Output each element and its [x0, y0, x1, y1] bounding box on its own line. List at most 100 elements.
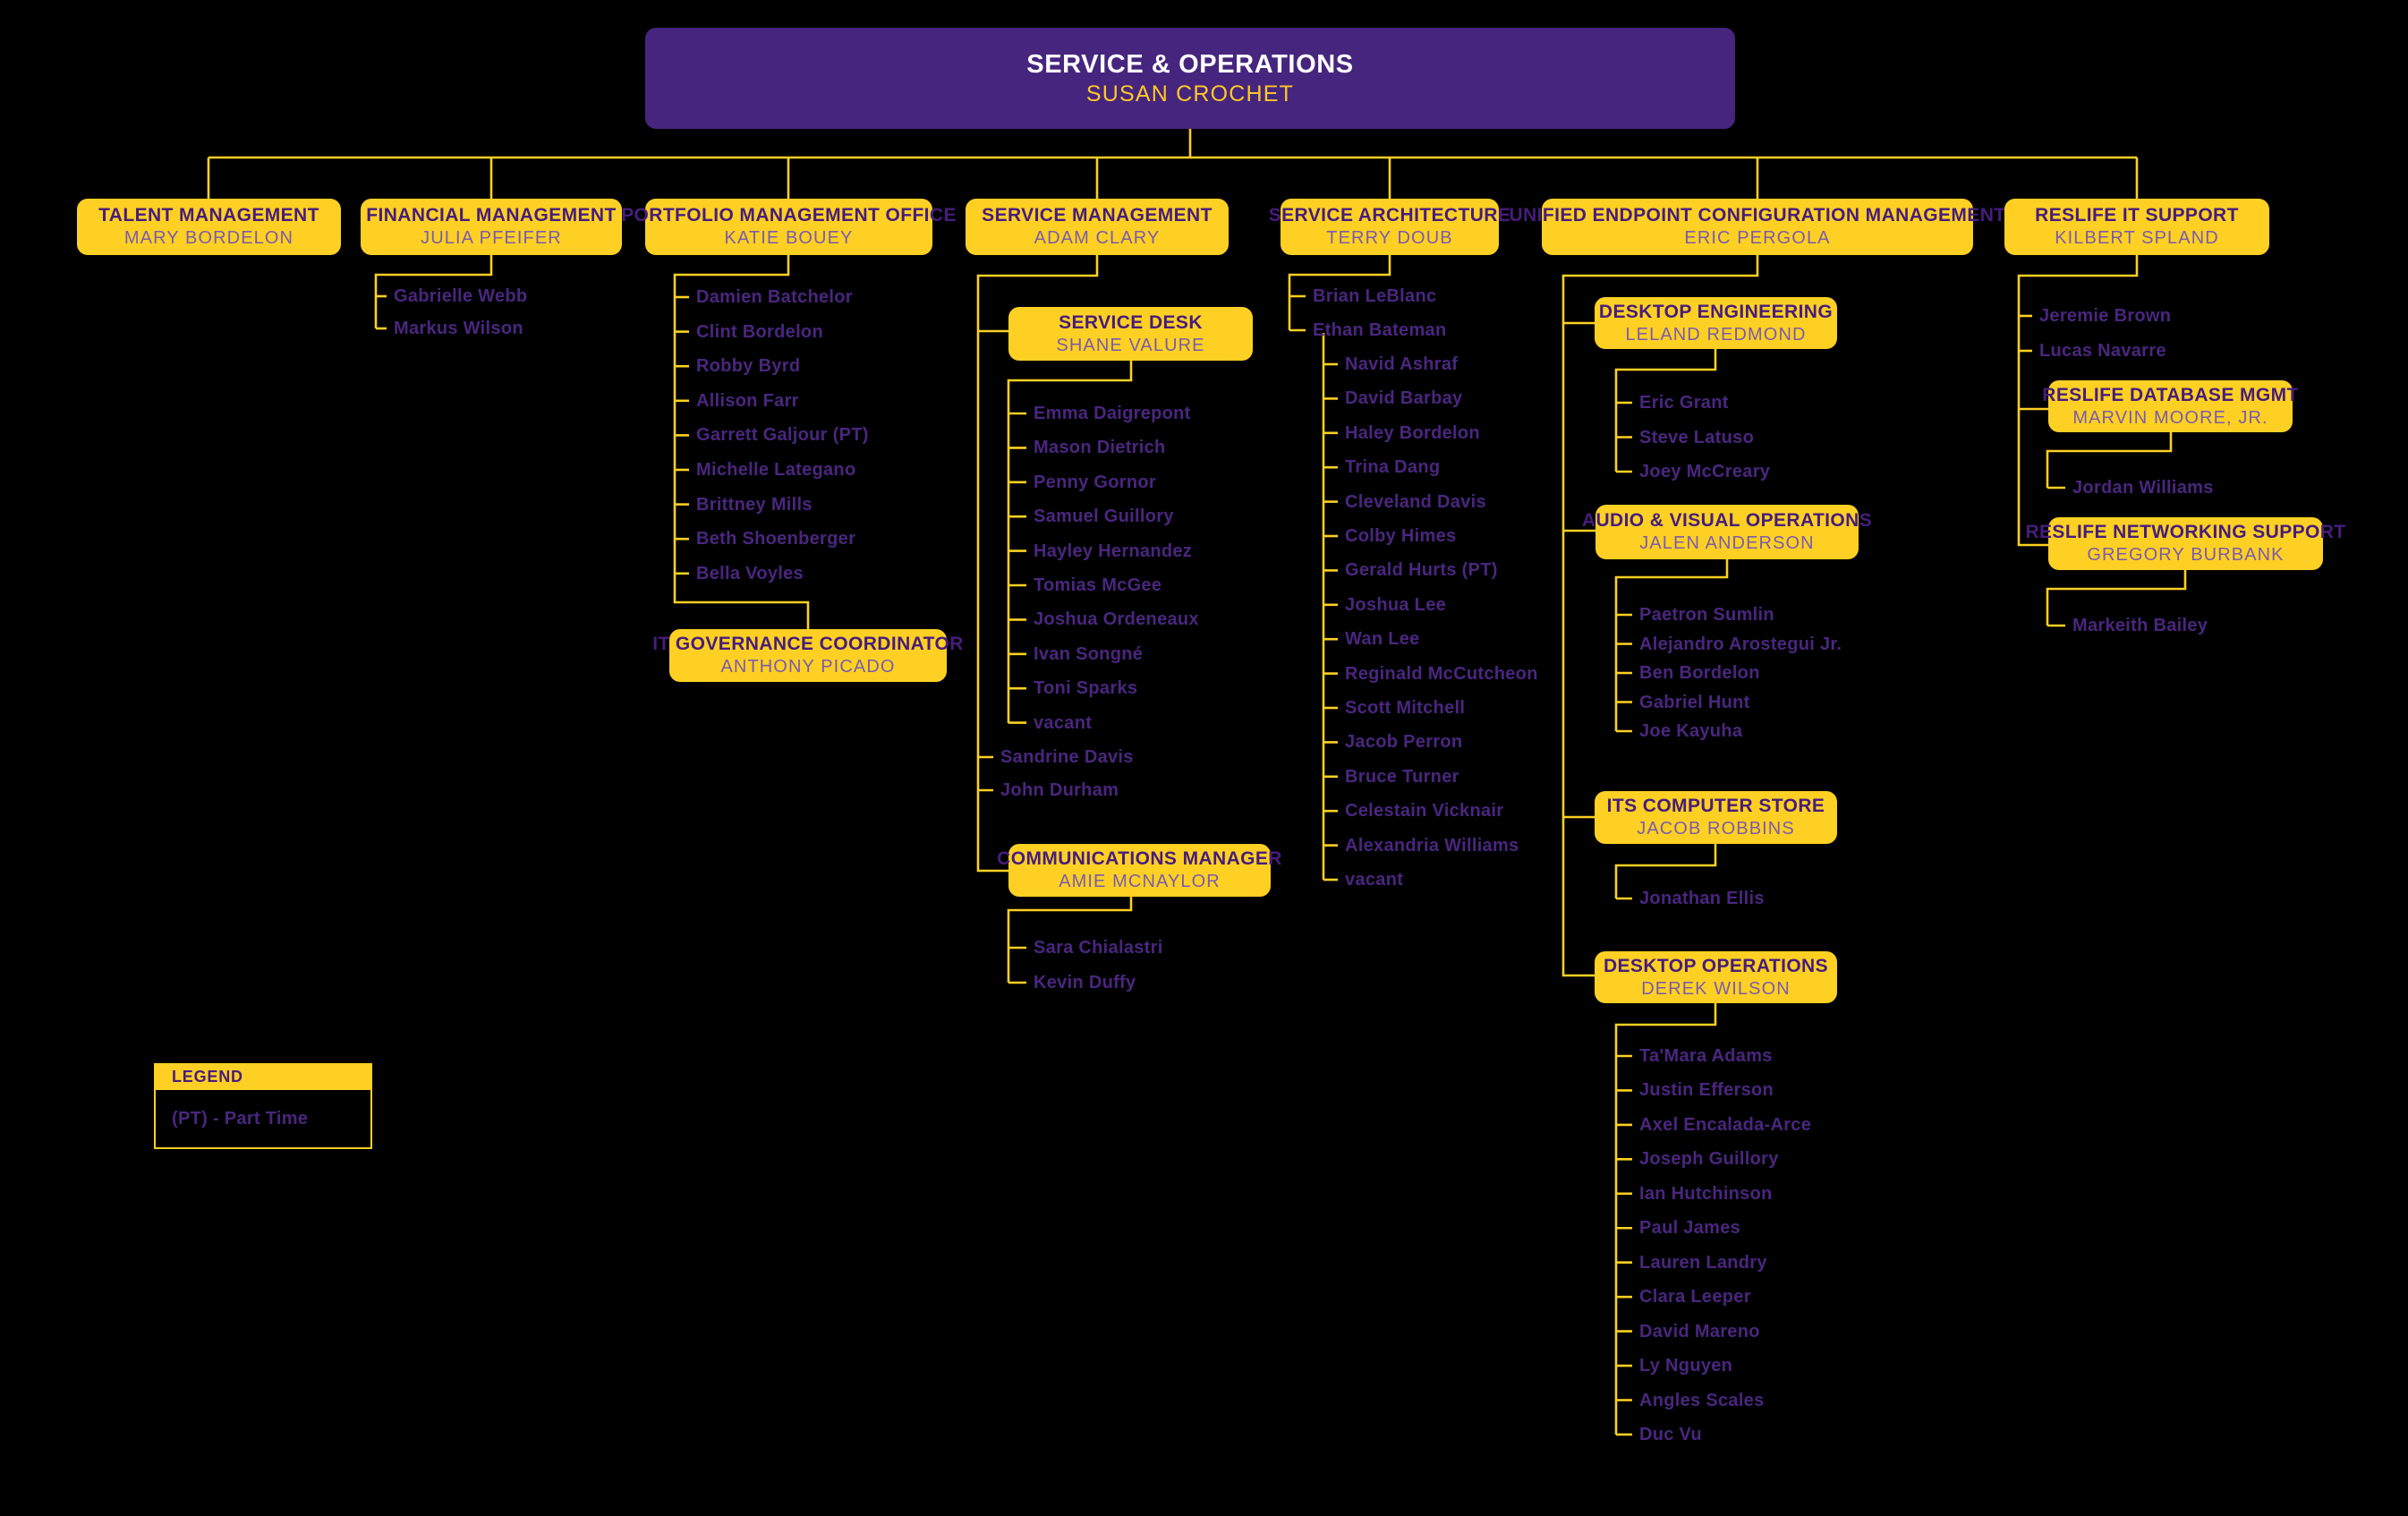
person-name: Axel Encalada-Arce — [1639, 1114, 1812, 1135]
box-service-and-operations: SERVICE & OPERATIONS SUSAN CROCHET — [645, 28, 1735, 129]
person-name: Gabriel Hunt — [1639, 692, 1750, 712]
connector — [1614, 844, 1717, 899]
person-name: Lucas Navarre — [2039, 341, 2166, 361]
box-person: AMIE MCNAYLOR — [1059, 872, 1221, 891]
connector — [1614, 1003, 1717, 1435]
box-service-architecture: SERVICE ARCHITECTURE TERRY DOUB — [1269, 199, 1510, 255]
person-name: Justin Efferson — [1639, 1080, 1774, 1101]
person-name: Robby Byrd — [696, 356, 801, 377]
person-name: vacant — [1034, 712, 1093, 733]
box-person: DEREK WILSON — [1641, 978, 1791, 999]
box-portfolio-management-office: PORTFOLIO MANAGEMENT OFFICE KATIE BOUEY — [621, 199, 957, 255]
box-audio-visual-operations: AUDIO & VISUAL OPERATIONS JALEN ANDERSON — [1582, 505, 1872, 559]
person-name: Hayley Hernandez — [1034, 541, 1193, 561]
box-person: LELAND REDMOND — [1625, 324, 1807, 345]
person-name: Scott Mitchell — [1345, 698, 1466, 718]
person-name: Eric Grant — [1639, 393, 1729, 413]
box-reslife-database-mgmt: RESLIFE DATABASE MGMT MARVIN MOORE, JR. — [2042, 380, 2298, 432]
connector — [1614, 349, 1717, 472]
box-person: SUSAN CROCHET — [1085, 81, 1295, 106]
connector — [2046, 432, 2173, 488]
box-person: SHANE VALURE — [1056, 335, 1205, 355]
box-title: SERVICE ARCHITECTURE — [1268, 205, 1511, 226]
person-name: Ben Bordelon — [1639, 663, 1760, 683]
connector — [1614, 559, 1729, 731]
person-name: Lauren Landry — [1639, 1252, 1767, 1273]
connector — [1007, 897, 1133, 983]
person-name: Angles Scales — [1639, 1390, 1765, 1410]
person-name: Allison Farr — [696, 390, 799, 411]
person-name: Brittney Mills — [696, 494, 813, 515]
person-name: Joey McCreary — [1639, 462, 1771, 481]
box-reslife-it-support: RESLIFE IT SUPPORT KILBERT SPLAND — [2004, 199, 2269, 255]
person-name: David Barbay — [1345, 388, 1463, 409]
person-name: Sandrine Davis — [1000, 747, 1134, 767]
box-title: AUDIO & VISUAL OPERATIONS — [1581, 510, 1873, 531]
box-person: JACOB ROBBINS — [1637, 819, 1795, 839]
box-person: MARVIN MOORE, JR. — [2072, 407, 2268, 428]
box-talent-management: TALENT MANAGEMENT MARY BORDELON — [77, 199, 341, 255]
box-title: DESKTOP OPERATIONS — [1603, 955, 1829, 976]
legend-header: LEGEND — [154, 1063, 372, 1090]
person-name: Tomias McGee — [1034, 575, 1162, 595]
person-name: Jordan Williams — [2072, 478, 2214, 498]
box-title: TALENT MANAGEMENT — [98, 205, 319, 226]
box-title: SERVICE DESK — [1059, 311, 1203, 333]
person-name: Cleveland Davis — [1345, 491, 1486, 512]
box-person: MARY BORDELON — [123, 228, 294, 248]
person-name: Joshua Lee — [1345, 594, 1447, 615]
box-person: ADAM CLARY — [1034, 228, 1161, 248]
person-name: Toni Sparks — [1034, 678, 1138, 699]
person-name: Paetron Sumlin — [1639, 605, 1774, 625]
person-name: Gabrielle Webb — [394, 286, 528, 306]
person-name: Jeremie Brown — [2039, 306, 2172, 326]
box-financial-management: FINANCIAL MANAGEMENT JULIA PFEIFER — [361, 199, 622, 255]
legend-body: (PT) - Part Time — [154, 1090, 372, 1149]
connector — [673, 255, 810, 629]
box-it-governance-coordinator: IT GOVERNANCE COORDINATOR ANTHONY PICADO — [652, 629, 963, 682]
box-person: KATIE BOUEY — [724, 228, 854, 248]
person-name: Haley Bordelon — [1345, 422, 1480, 443]
person-name: Joseph Guillory — [1639, 1149, 1779, 1170]
box-person: ERIC PERGOLA — [1684, 228, 1831, 248]
person-name: Ian Hutchinson — [1639, 1183, 1773, 1204]
person-name: Damien Batchelor — [696, 287, 853, 307]
person-name: Emma Daigrepont — [1034, 404, 1191, 423]
person-name: Reginald McCutcheon — [1345, 663, 1538, 684]
person-name: Joshua Ordeneaux — [1034, 609, 1199, 630]
person-name: Markeith Bailey — [2072, 616, 2208, 635]
box-unified-endpoint-configuration-management: UNIFIED ENDPOINT CONFIGURATION MANAGEMEN… — [1510, 199, 2005, 255]
person-name: Celestain Vicknair — [1345, 801, 1504, 822]
person-name: Clint Bordelon — [696, 321, 823, 342]
box-title: RESLIFE DATABASE MGMT — [2042, 384, 2299, 405]
person-name: Michelle Lategano — [696, 460, 856, 480]
person-name: Bruce Turner — [1345, 766, 1459, 787]
person-name: Trina Dang — [1345, 457, 1441, 478]
connector — [1561, 255, 1759, 977]
box-title: RESLIFE NETWORKING SUPPORT — [2025, 522, 2346, 542]
connector — [2046, 570, 2187, 626]
person-name: Navid Ashraf — [1345, 354, 1459, 374]
person-name: Brian LeBlanc — [1313, 286, 1437, 306]
person-name: vacant — [1345, 870, 1404, 890]
person-name: Joe Kayuha — [1639, 721, 1743, 741]
box-title: PORTFOLIO MANAGEMENT OFFICE — [621, 205, 957, 226]
person-name: John Durham — [1000, 780, 1119, 800]
box-person: GREGORY BURBANK — [2087, 545, 2285, 565]
person-name: Garrett Galjour (PT) — [696, 425, 869, 446]
person-name: Jacob Perron — [1345, 732, 1463, 753]
connector — [207, 129, 2139, 199]
person-name: Wan Lee — [1345, 629, 1420, 650]
box-title: UNIFIED ENDPOINT CONFIGURATION MANAGEMEN… — [1509, 205, 2006, 226]
person-name: Ta'Mara Adams — [1639, 1046, 1773, 1066]
box-title: IT GOVERNANCE COORDINATOR — [652, 634, 964, 654]
person-name: Samuel Guillory — [1034, 507, 1174, 527]
person-name: Jonathan Ellis — [1639, 889, 1765, 908]
box-title: DESKTOP ENGINEERING — [1598, 301, 1834, 322]
person-name: David Mareno — [1639, 1321, 1760, 1341]
box-title: SERVICE & OPERATIONS — [1026, 50, 1354, 79]
box-person: ANTHONY PICADO — [720, 657, 896, 677]
legend-title: LEGEND — [172, 1067, 243, 1086]
person-name: Gerald Hurts (PT) — [1345, 560, 1498, 581]
box-person: JULIA PFEIFER — [421, 228, 562, 248]
